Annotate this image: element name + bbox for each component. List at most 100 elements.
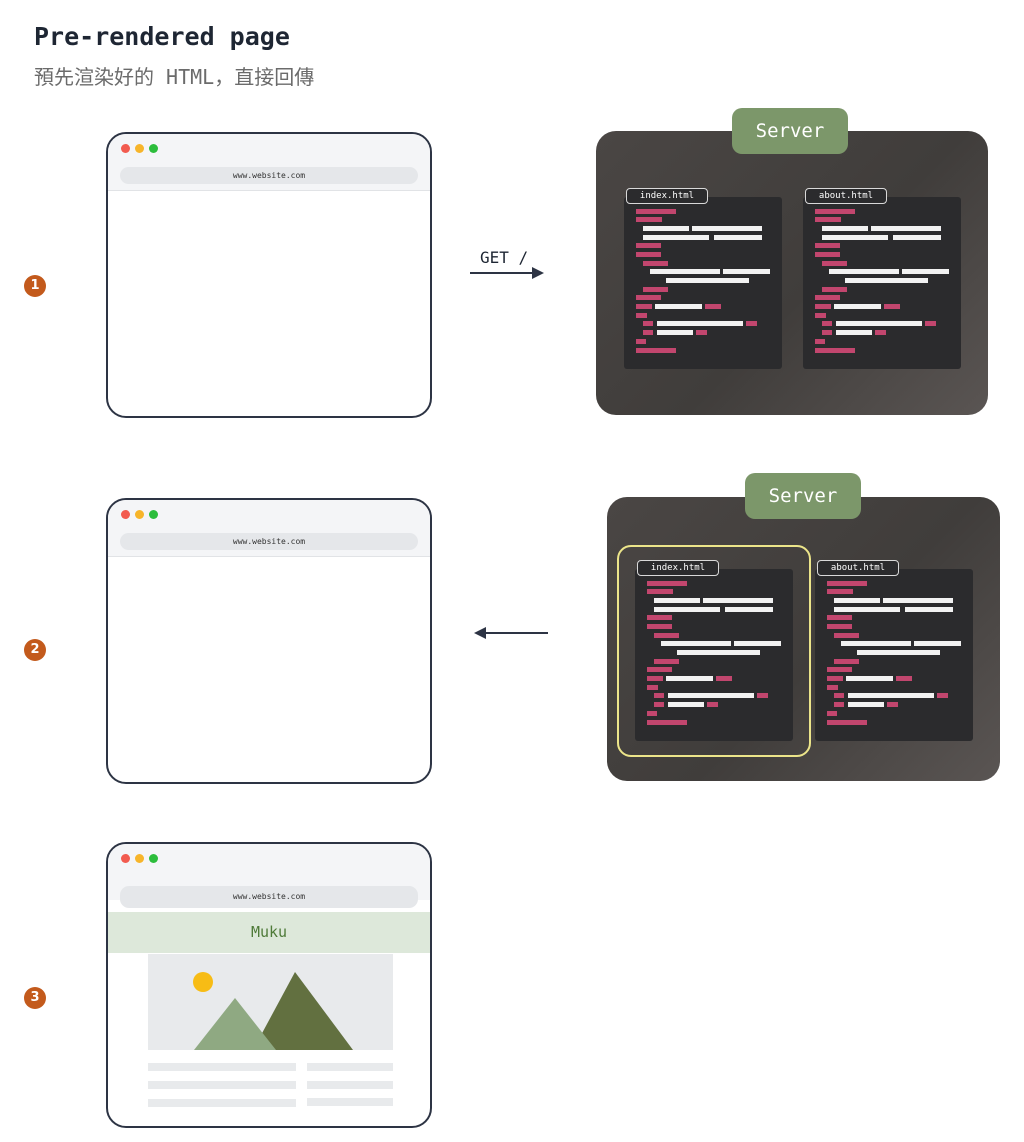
maximize-dot-icon (149, 144, 158, 153)
code-tag-line (822, 321, 832, 326)
browser-window-step-1: www.website.com (106, 132, 432, 418)
code-tag-line (647, 676, 663, 681)
code-text-line (712, 650, 760, 655)
close-dot-icon (121, 510, 130, 519)
code-tag-line (925, 321, 936, 326)
code-tag-line (822, 287, 847, 292)
code-text-line (692, 226, 762, 231)
code-tag-line (647, 624, 672, 629)
code-tag-line (705, 304, 721, 309)
text-line (307, 1081, 393, 1089)
browser-chrome: www.website.com (108, 844, 430, 908)
code-text-line (657, 321, 743, 326)
code-tag-line (822, 261, 847, 266)
code-tag-line (716, 676, 732, 681)
text-line (148, 1063, 296, 1071)
code-tag-line (827, 667, 852, 672)
code-text-line (829, 269, 899, 274)
code-tag-line (827, 589, 853, 594)
code-text-line (703, 598, 773, 603)
code-tag-line (636, 313, 647, 318)
code-text-line (846, 676, 893, 681)
code-tag-line (696, 330, 707, 335)
code-tag-line (827, 676, 843, 681)
code-text-line (902, 269, 949, 274)
step-badge-3: 3 (24, 987, 46, 1009)
response-arrow-icon (474, 627, 548, 639)
code-text-line (668, 693, 754, 698)
file-index-html: index.html (635, 560, 793, 741)
code-tag-line (815, 313, 826, 318)
browser-window-step-2: www.website.com (106, 498, 432, 784)
browser-chrome: www.website.com (108, 134, 430, 191)
text-line (148, 1099, 296, 1107)
code-tag-line (834, 693, 844, 698)
code-tag-line (827, 581, 867, 586)
code-text-line (666, 278, 720, 283)
file-tab-about: about.html (817, 560, 899, 576)
site-name: Muku (250, 923, 288, 941)
code-text-line (701, 278, 749, 283)
minimize-dot-icon (135, 854, 144, 863)
code-text-line (841, 641, 911, 646)
code-text-line (892, 650, 940, 655)
code-tag-line (827, 615, 852, 620)
code-tag-line (636, 243, 661, 248)
code-tag-line (636, 304, 652, 309)
text-line (307, 1063, 393, 1071)
code-text-line (857, 650, 911, 655)
code-tag-line (746, 321, 757, 326)
code-text-line (643, 235, 709, 240)
code-text-line (905, 607, 953, 612)
code-tag-line (815, 217, 841, 222)
page-subtitle: 預先渲染好的 HTML，直接回傳 (34, 65, 315, 89)
code-text-line (834, 598, 880, 603)
code-text-line (822, 235, 888, 240)
code-tag-line (815, 209, 855, 214)
request-label: GET / (480, 248, 529, 267)
file-index-html: index.html (624, 188, 782, 369)
file-about-html: about.html (815, 560, 973, 741)
code-text-line (734, 641, 781, 646)
code-text-line (834, 607, 900, 612)
maximize-dot-icon (149, 510, 158, 519)
step-badge-1: 1 (24, 275, 46, 297)
code-text-line (725, 607, 773, 612)
code-tag-line (654, 693, 664, 698)
request-arrow-icon (470, 267, 544, 279)
code-tag-line (636, 252, 661, 257)
code-tag-line (707, 702, 718, 707)
code-tag-line (815, 348, 855, 353)
code-tag-line (827, 711, 837, 716)
code-text-line (654, 598, 700, 603)
browser-chrome: www.website.com (108, 500, 430, 557)
code-text-line (822, 226, 868, 231)
code-tag-line (636, 339, 646, 344)
code-tag-line (636, 348, 676, 353)
code-tag-line (815, 339, 825, 344)
code-text-line (643, 226, 689, 231)
code-text-line (883, 598, 953, 603)
code-tag-line (647, 667, 672, 672)
maximize-dot-icon (149, 854, 158, 863)
code-text-line (714, 235, 762, 240)
code-tag-line (643, 261, 668, 266)
server-label: Server (745, 473, 861, 519)
code-text-line (661, 641, 731, 646)
code-text-line (848, 702, 884, 707)
code-tag-line (884, 304, 900, 309)
code-tag-line (636, 209, 676, 214)
code-tag-line (647, 581, 687, 586)
code-text-line (880, 278, 928, 283)
text-line (148, 1081, 296, 1089)
code-tag-line (757, 693, 768, 698)
file-tab-about: about.html (805, 188, 887, 204)
code-tag-line (654, 633, 679, 638)
code-text-line (654, 607, 720, 612)
server-label: Server (732, 108, 848, 154)
step-badge-2: 2 (24, 639, 46, 661)
code-tag-line (643, 321, 653, 326)
code-text-line (836, 321, 922, 326)
site-header: Muku (108, 912, 430, 953)
code-tag-line (636, 295, 661, 300)
